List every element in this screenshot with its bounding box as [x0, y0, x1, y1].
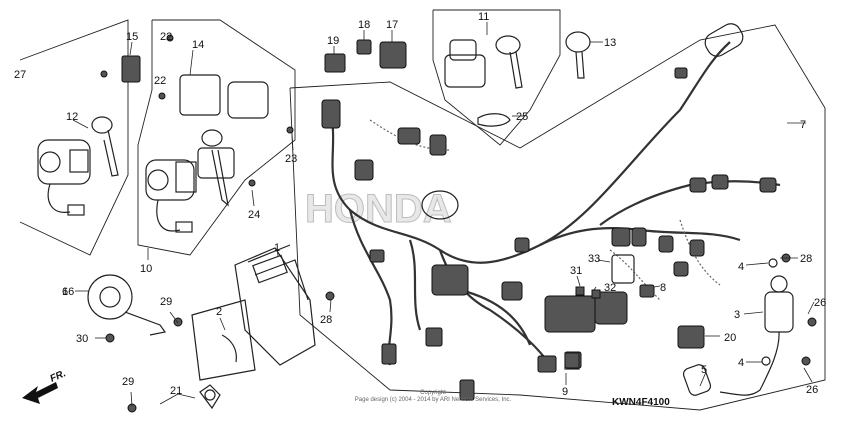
callout-25: 25 — [516, 111, 528, 123]
callout-23: 23 — [285, 153, 297, 165]
copyright-title: Copyright — [420, 390, 446, 396]
handle-lock-and-key — [444, 31, 591, 89]
callout-7: 7 — [800, 119, 806, 131]
frame-lines — [19, 9, 826, 411]
callout-10: 10 — [140, 263, 152, 275]
callout-16: 16 — [62, 286, 74, 298]
callout-18: 18 — [358, 19, 370, 31]
callout-29b: 29 — [122, 376, 134, 388]
callout-28b: 28 — [320, 314, 332, 326]
callout-2: 2 — [216, 306, 222, 318]
callout-9: 9 — [562, 386, 568, 398]
clamp-25 — [477, 113, 511, 127]
callout-22a: 22 — [160, 31, 172, 43]
small-connectors — [564, 284, 655, 370]
front-arrow-icon — [22, 382, 58, 404]
relays — [324, 39, 407, 73]
honda-watermark: HONDA — [305, 187, 452, 231]
callout-4a: 4 — [738, 261, 744, 273]
callout-8: 8 — [660, 282, 666, 294]
callout-29a: 29 — [160, 296, 172, 308]
callout-12: 12 — [66, 111, 78, 123]
seat-lock-assembly — [121, 55, 269, 233]
ecu-unit — [234, 244, 316, 366]
callout-20: 20 — [724, 332, 736, 344]
callout-17: 17 — [386, 19, 398, 31]
harness-connectors — [321, 99, 777, 401]
leader-lines — [72, 22, 815, 407]
diagram-code: KWN4F4100 — [612, 397, 670, 408]
callout-14: 14 — [192, 39, 204, 51]
callout-4b: 4 — [738, 357, 744, 369]
callout-28a: 28 — [800, 253, 812, 265]
callout-26a: 26 — [814, 297, 826, 309]
horn — [87, 274, 167, 336]
callout-21: 21 — [170, 385, 182, 397]
callout-31: 31 — [570, 265, 582, 277]
harness-end-filter — [674, 23, 744, 79]
callout-15: 15 — [126, 31, 138, 43]
callout-27: 27 — [14, 69, 26, 81]
callout-22b: 22 — [154, 75, 166, 87]
ignition-coil — [682, 258, 794, 396]
clip-21 — [199, 384, 221, 410]
callout-19: 19 — [327, 35, 339, 47]
callout-5: 5 — [701, 364, 707, 376]
callout-33: 33 — [588, 253, 600, 265]
fasteners — [100, 34, 817, 413]
ignition-switch-assembly — [37, 116, 119, 216]
callout-11: 11 — [478, 11, 489, 23]
callout-3: 3 — [734, 309, 740, 321]
copyright-text: Page design (c) 2004 - 2014 by ARI Netwo… — [354, 397, 512, 403]
ecu-bracket — [191, 299, 256, 381]
callout-30: 30 — [76, 333, 88, 345]
callout-13: 13 — [604, 37, 616, 49]
callout-6: 6 — [62, 286, 68, 298]
copyright-notice: Copyright Page design (c) 2004 - 2014 by… — [338, 390, 528, 404]
callout-32: 32 — [604, 282, 616, 294]
callout-24: 24 — [248, 209, 260, 221]
relay-20 — [677, 325, 705, 349]
callout-labels: 1 2 3 4 4 5 6 7 8 9 10 11 12 13 14 15 16… — [14, 11, 826, 398]
callout-1: 1 — [274, 242, 280, 254]
callout-26b: 26 — [806, 384, 818, 396]
